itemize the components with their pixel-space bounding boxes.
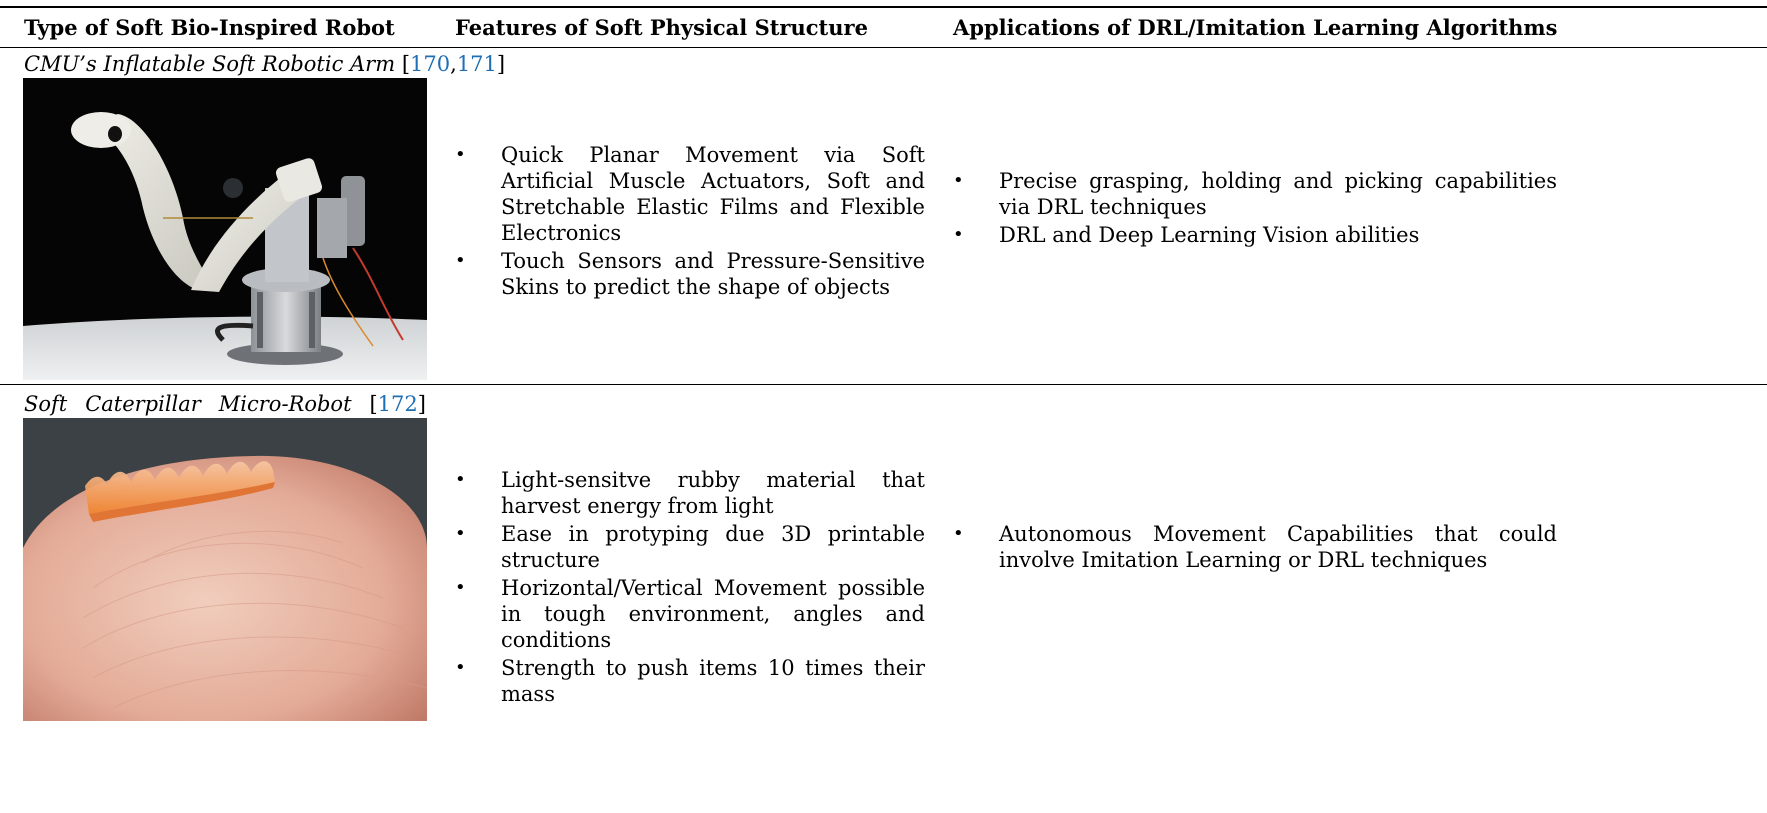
list-item: Autonomous Movement Capabilities that co… <box>953 521 1557 573</box>
robot-name-word: Micro-Robot <box>218 392 352 416</box>
row-divider-rule <box>0 384 1767 385</box>
list-item: Touch Sensors and Pressure-Sensitive Ski… <box>455 248 925 300</box>
list-item: Strength to push items 10 times their ma… <box>455 655 925 707</box>
citation: [172] <box>369 392 426 416</box>
robot-name-word: Caterpillar <box>85 392 201 416</box>
list-item: Quick Planar Movement via Soft Artificia… <box>455 142 925 246</box>
citation: [170,171] <box>401 52 506 76</box>
row-1-title: CMU’s Inflatable Soft Robotic Arm [170,1… <box>24 52 505 76</box>
citation-link-172[interactable]: 172 <box>377 392 418 416</box>
robotic-arm-image <box>23 78 427 380</box>
citation-link-170[interactable]: 170 <box>410 52 451 76</box>
column-header-applications: Applications of DRL/Imitation Learning A… <box>953 15 1558 40</box>
row-1-applications-list: Precise grasping, holding and picking ca… <box>953 168 1557 250</box>
robot-name: CMU’s Inflatable Soft Robotic Arm <box>24 52 396 76</box>
column-header-features: Features of Soft Physical Structure <box>455 15 868 40</box>
robot-name-word: Soft <box>24 392 68 416</box>
header-rule <box>0 47 1767 48</box>
list-item: Light-sensitve rubby material that harve… <box>455 467 925 519</box>
caterpillar-robot-image <box>23 418 427 721</box>
citation-link-171[interactable]: 171 <box>456 52 497 76</box>
list-item: Ease in protyping due 3D printable struc… <box>455 521 925 573</box>
list-item: DRL and Deep Learning Vision abilities <box>953 222 1557 248</box>
caterpillar-robot-photo <box>23 418 427 721</box>
table-top-rule <box>0 6 1767 8</box>
row-2-title: Soft Caterpillar Micro-Robot [172] <box>24 392 426 416</box>
row-1-features-list: Quick Planar Movement via Soft Artificia… <box>455 142 925 302</box>
robotic-arm-photo <box>23 78 427 380</box>
list-item: Horizontal/Vertical Movement possible in… <box>455 575 925 653</box>
column-header-robot-type: Type of Soft Bio-Inspired Robot <box>24 15 395 40</box>
row-2-applications-list: Autonomous Movement Capabilities that co… <box>953 521 1557 575</box>
row-2-features-list: Light-sensitve rubby material that harve… <box>455 467 925 709</box>
list-item: Precise grasping, holding and picking ca… <box>953 168 1557 220</box>
